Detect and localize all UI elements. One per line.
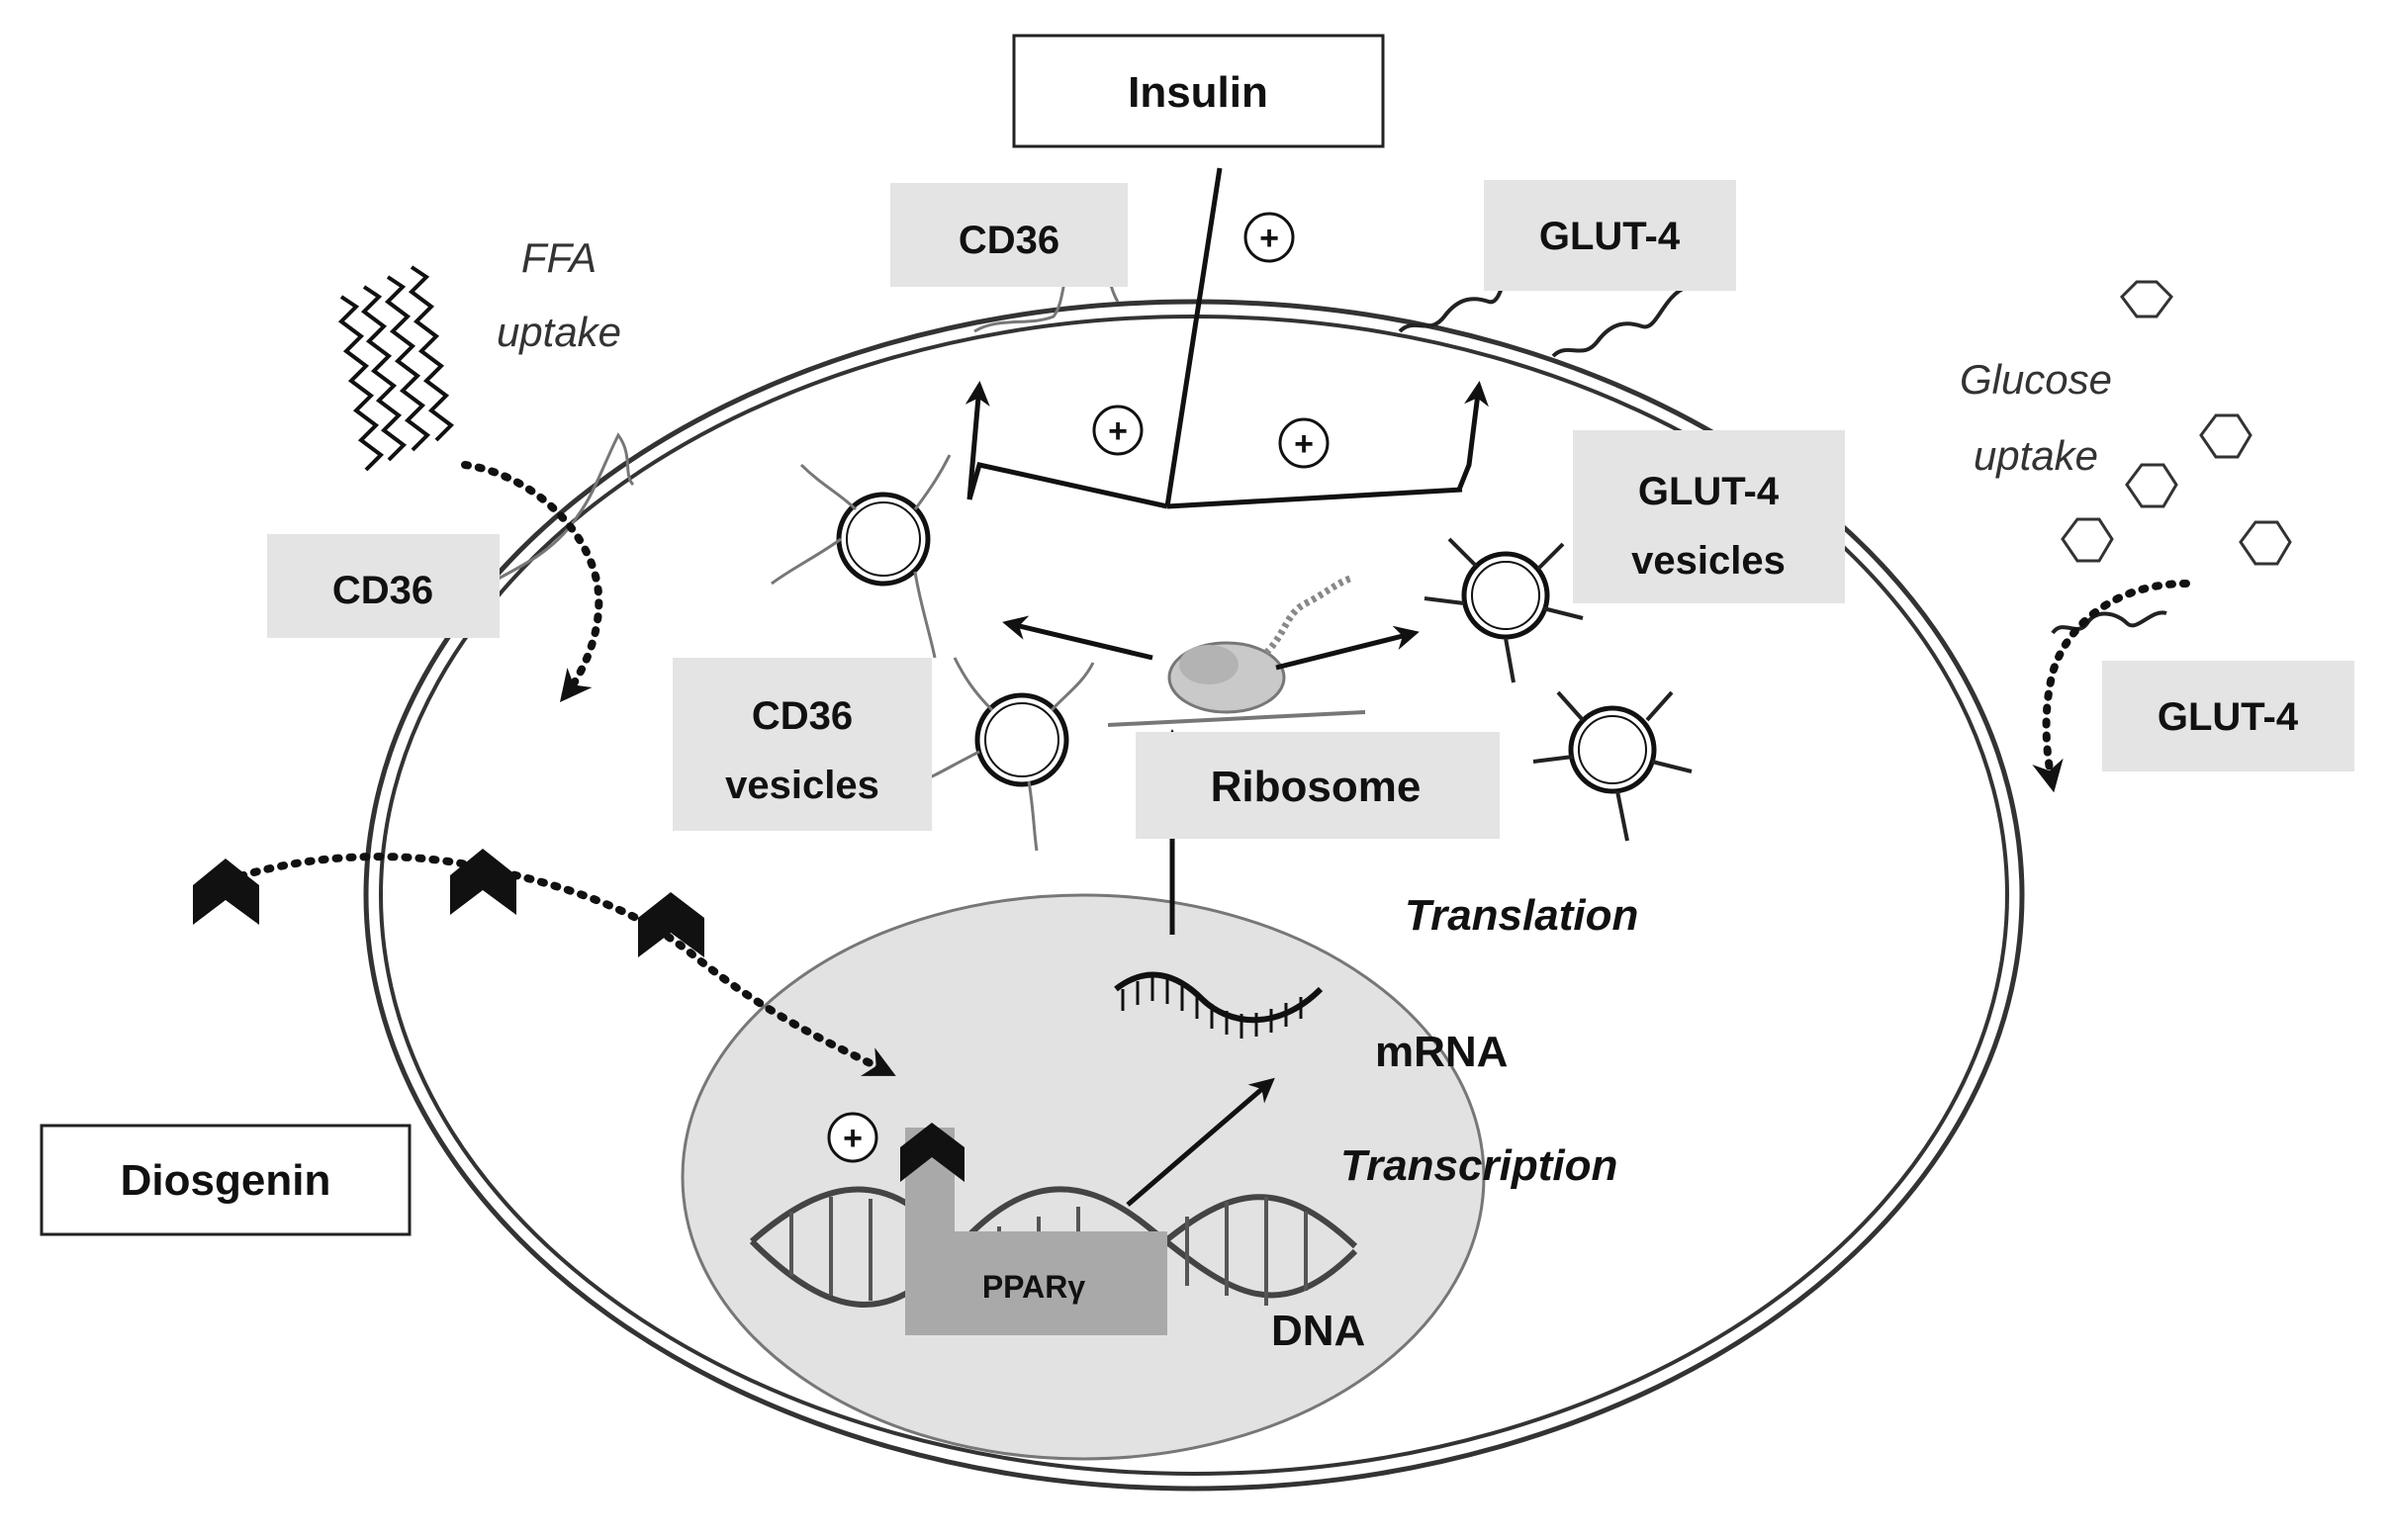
svg-text:+: + <box>1294 425 1314 463</box>
cd36-vesicle-upper <box>771 454 952 659</box>
ppar-gamma-label: PPARγ <box>982 1269 1086 1305</box>
glut4-vesicles-label-2: vesicles <box>1631 539 1786 583</box>
insulin-arrow-cd36 <box>966 462 1168 509</box>
cd36-vesicle-lower <box>919 657 1095 852</box>
cd36-top-box <box>890 183 1128 287</box>
glut4-vesicles-label-1: GLUT-4 <box>1638 470 1780 513</box>
diosgenin-molecule <box>450 849 516 915</box>
diosgenin-molecule <box>193 859 259 925</box>
svg-text:+: + <box>1108 412 1128 450</box>
svg-text:+: + <box>1259 220 1279 257</box>
glucose-hexagon <box>2199 413 2252 459</box>
plus-sign-cd36-translocation: + <box>1092 405 1144 456</box>
cd36-top-label: CD36 <box>959 219 1059 262</box>
svg-text:+: + <box>843 1120 863 1157</box>
ffa-uptake-path <box>461 461 603 702</box>
arrow-to-cd36-vesicles <box>1002 615 1153 661</box>
diosgenin-molecule <box>638 892 704 957</box>
cd36-left-box <box>267 534 500 638</box>
glut4-top-label: GLUT-4 <box>1539 215 1681 258</box>
nucleus <box>681 893 1486 1461</box>
diosgenin-box <box>40 1124 412 1236</box>
glucose-uptake-label-1: Glucose <box>1960 356 2112 403</box>
glucose-hexagon <box>2239 520 2292 566</box>
ffa-molecules <box>337 265 455 472</box>
glucose-hexagon <box>2125 463 2178 508</box>
glut4-membrane-protein-right <box>2051 610 2167 635</box>
plus-sign-insulin-top: + <box>1243 212 1295 263</box>
dna-label: DNA <box>1271 1307 1365 1355</box>
diosgenin-label: Diosgenin <box>121 1156 331 1205</box>
insulin-line <box>1164 167 1223 507</box>
ffa-uptake-label-2: uptake <box>497 309 621 355</box>
glucose-uptake-path <box>2032 580 2190 793</box>
mrna-label: mRNA <box>1375 1028 1508 1076</box>
glucose-hexagon <box>2061 517 2114 563</box>
transcription-arrow <box>1126 1077 1275 1207</box>
cd36-left-label: CD36 <box>332 569 433 612</box>
ffa-uptake-label-1: FFA <box>521 234 597 281</box>
insulin-label: Insulin <box>1128 68 1268 117</box>
glut4-vesicle-upper <box>1424 537 1584 683</box>
glut4-top-box <box>1484 180 1736 291</box>
ppar-gamma-block <box>905 1128 1167 1335</box>
cd36-membrane-protein-left <box>489 432 635 586</box>
plus-sign-glut4-translocation: + <box>1278 417 1330 469</box>
insulin-box <box>1012 34 1385 148</box>
cd36-vesicles-box <box>673 658 932 831</box>
translation-label: Translation <box>1405 891 1638 940</box>
glucose-uptake-label-2: uptake <box>1974 432 2098 479</box>
cd36-vesicles-label-2: vesicles <box>725 764 879 807</box>
insulin-arrow-glut4 <box>1166 487 1463 509</box>
glut4-vesicle-lower <box>1532 690 1693 842</box>
glut4-right-box <box>2102 661 2354 771</box>
cd36-vesicles-label-1: CD36 <box>752 694 853 738</box>
glucose-hexagon <box>2120 280 2173 318</box>
insulin-arrow-cd36-head <box>965 381 990 500</box>
insulin-arrow-glut4-head <box>1456 381 1489 491</box>
diosgenin-molecule-bound <box>900 1123 965 1182</box>
ribosome-label: Ribosome <box>1211 763 1422 811</box>
transcription-label: Transcription <box>1340 1141 1617 1190</box>
plus-sign-diosgenin-ppar: + <box>827 1112 878 1163</box>
diosgenin-uptake-path <box>224 853 896 1077</box>
cell-membrane <box>363 299 2025 1492</box>
mrna-strand <box>1114 971 1324 1039</box>
ribosome-icon <box>1107 575 1366 727</box>
glucose-molecules <box>2061 280 2292 566</box>
glut4-right-label: GLUT-4 <box>2158 695 2299 739</box>
glut4-membrane-protein-top-2 <box>1551 285 1688 358</box>
ribosome-box <box>1136 732 1500 839</box>
glut4-vesicles-box <box>1573 430 1845 603</box>
arrow-to-glut4-vesicles <box>1275 625 1420 671</box>
